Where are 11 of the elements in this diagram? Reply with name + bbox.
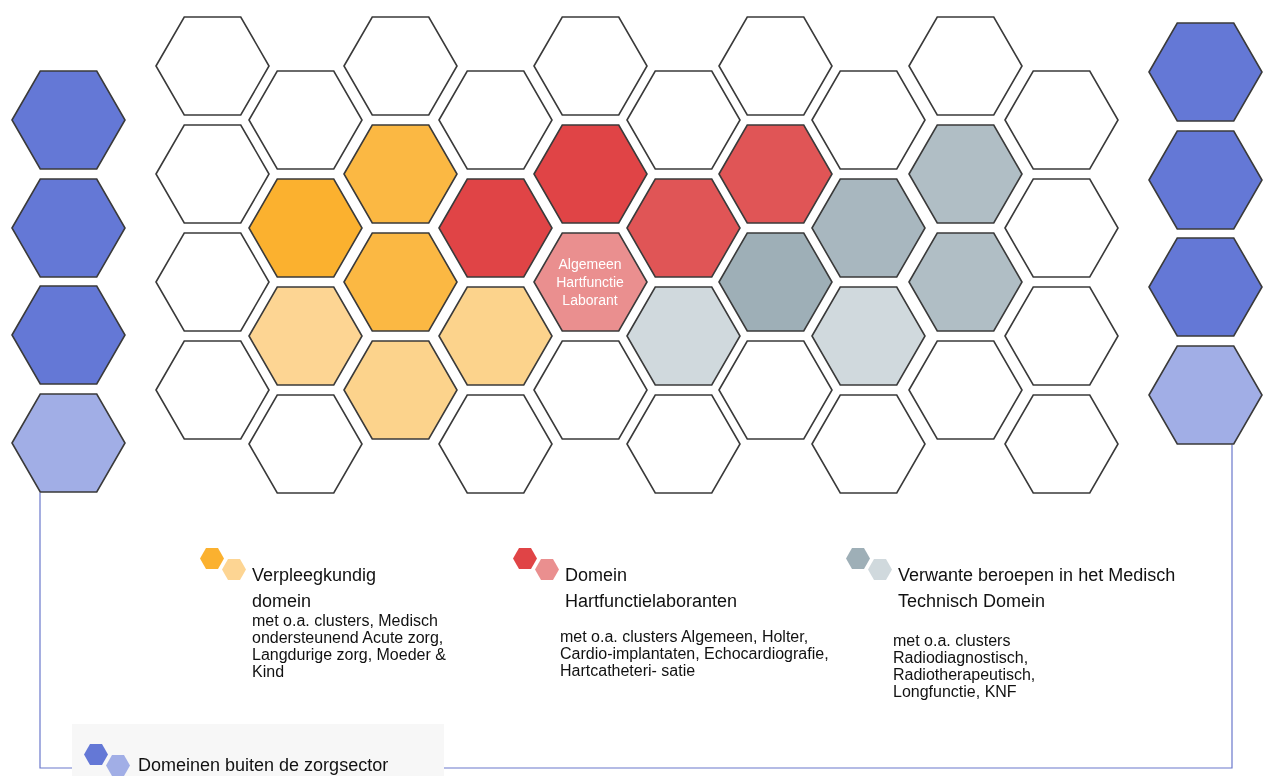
- legend-heading: Verwante beroepen in het Medisch Technisch Domein: [898, 564, 1177, 613]
- legend-description: met o.a. clusters Algemeen, Holter, Cardio-implantaten, Echocardiografie, Hartcatheteri- satie: [560, 628, 830, 679]
- legend-description: met o.a. clusters Radiodiagnostisch, Radiotherapeutisch, Longfunctie, KNF: [893, 632, 1037, 700]
- legend-heading: Domein Hartfunctielaboranten: [565, 564, 739, 613]
- connector-line: [39, 491, 73, 769]
- connector-line: [443, 443, 1233, 769]
- domain-label: Domeinen buiten de zorgsector: [138, 754, 389, 776]
- hexagon-label: Algemeen Hartfunctie Laborant: [555, 255, 625, 309]
- legend-heading: Verpleegkundig domein: [252, 564, 378, 613]
- legend-description: met o.a. clusters, Medisch ondersteunend Acute zorg, Langdurige zorg, Moeder & Kind: [252, 612, 447, 680]
- label-panel: [72, 724, 444, 776]
